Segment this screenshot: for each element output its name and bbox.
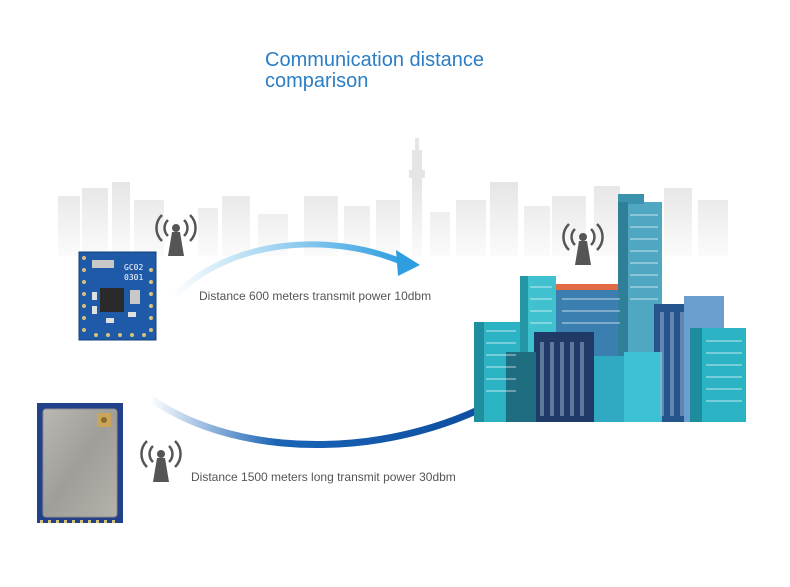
arrow-short-range bbox=[169, 241, 420, 301]
distance-long-label: Distance 1500 meters long transmit power… bbox=[191, 470, 456, 484]
rf-module-small bbox=[78, 251, 157, 341]
distance-short-label: Distance 600 meters transmit power 10dbm bbox=[199, 289, 432, 303]
signal-tower-icon bbox=[140, 440, 182, 482]
page-title: Communication distance comparison bbox=[265, 50, 565, 92]
module-marking-1: GC02 bbox=[124, 263, 143, 272]
arrow-long-range bbox=[146, 378, 530, 449]
rf-module-shielded bbox=[37, 403, 123, 523]
title-line-1: Communication distance bbox=[265, 49, 484, 71]
title-line-2: comparison bbox=[265, 70, 369, 92]
city-buildings bbox=[474, 194, 746, 422]
module-marking-2: 0301 bbox=[124, 273, 143, 282]
